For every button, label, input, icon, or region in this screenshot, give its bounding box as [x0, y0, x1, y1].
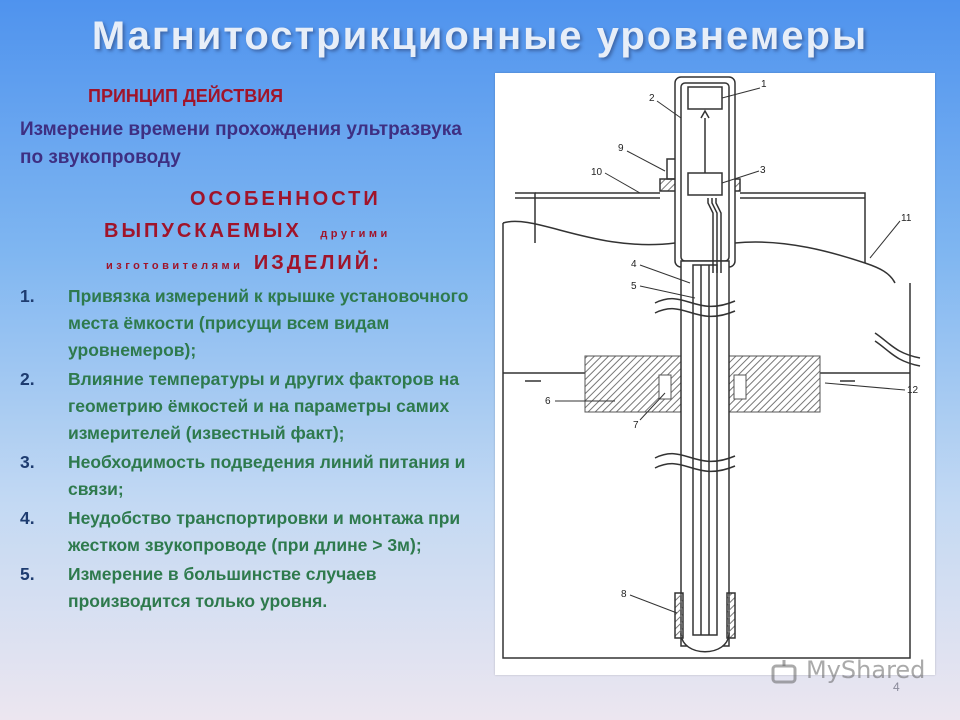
- label-2: 2: [649, 93, 655, 104]
- label-7: 7: [633, 420, 639, 431]
- label-3: 3: [760, 165, 766, 176]
- list-item: 2. Влияние температуры и других факторов …: [20, 366, 470, 447]
- features-heading-line1: ОСОБЕННОСТИ: [190, 188, 381, 210]
- item-number: 3.: [20, 452, 35, 472]
- level-gauge-diagram: 1 2 3 4 5 6 7 8 9 10 11 12: [495, 73, 935, 675]
- page-number: 4: [893, 680, 900, 694]
- item-text: Влияние температуры и других факторов на…: [68, 369, 460, 443]
- label-10: 10: [591, 167, 603, 178]
- label-8: 8: [621, 589, 627, 600]
- item-text: Измерение в большинстве случаев производ…: [68, 564, 377, 611]
- label-6: 6: [545, 396, 551, 407]
- item-number: 2.: [20, 369, 35, 389]
- item-number: 5.: [20, 564, 35, 584]
- label-11: 11: [901, 213, 912, 224]
- features-list: 1. Привязка измерений к крышке установочн…: [20, 283, 470, 617]
- features-word-small: другими: [320, 228, 391, 240]
- label-1: 1: [761, 79, 767, 90]
- label-9: 9: [618, 143, 624, 154]
- features-word-big: ВЫПУСКАЕМЫХ: [104, 220, 302, 242]
- level-gauge-drawing: 1 2 3 4 5 6 7 8 9 10 11 12: [502, 76, 921, 659]
- principle-heading: ПРИНЦИП ДЕЙСТВИЯ: [88, 86, 284, 106]
- watermark-icon: [771, 660, 797, 684]
- features-heading-line3: изготовителями ИЗДЕЛИЙ:: [106, 252, 382, 275]
- watermark-text: MyShared: [806, 656, 926, 684]
- label-4: 4: [631, 259, 637, 270]
- features-word-big: ИЗДЕЛИЙ:: [253, 252, 382, 274]
- list-item: 3. Необходимость подведения линий питания…: [20, 449, 470, 503]
- list-item: 5. Измерение в большинстве случаев произв…: [20, 561, 470, 615]
- item-text: Привязка измерений к крышке установочног…: [68, 286, 469, 360]
- label-5: 5: [631, 281, 637, 292]
- item-number: 1.: [20, 286, 35, 306]
- slide-title: Магнитострикционные уровнемеры: [91, 14, 869, 58]
- item-text: Необходимость подведения линий питания и…: [68, 452, 466, 499]
- principle-text: Измерение времени прохождения ультразвук…: [20, 119, 462, 168]
- features-word-small: изготовителями: [106, 260, 244, 272]
- item-number: 4.: [20, 508, 35, 528]
- list-item: 1. Привязка измерений к крышке установочн…: [20, 283, 470, 364]
- label-12: 12: [907, 385, 919, 396]
- list-item: 4. Неудобство транспортировки и монтажа п…: [20, 505, 470, 559]
- features-heading-line2: ВЫПУСКАЕМЫХ другими: [104, 220, 391, 243]
- item-text: Неудобство транспортировки и монтажа при…: [68, 508, 461, 555]
